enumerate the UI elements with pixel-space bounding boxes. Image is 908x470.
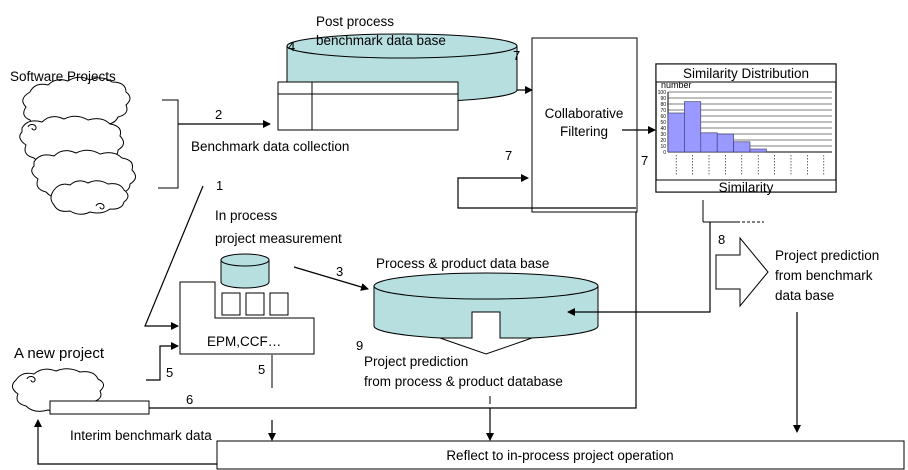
step-5b: 5	[258, 362, 265, 377]
step-3: 3	[336, 264, 343, 279]
collaborative-label-2: Filtering	[560, 124, 608, 139]
benchmark-collection-label: Benchmark data collection	[191, 139, 349, 154]
prediction-pp-label-1: Project prediction	[364, 354, 468, 369]
chart-bar	[733, 141, 751, 153]
post-process-title-1: Post process	[316, 14, 394, 29]
chart-ytick-label: 100	[658, 90, 667, 96]
chart-bar	[749, 148, 767, 153]
chart-bar	[716, 133, 734, 153]
chart-ytick-label: 0	[663, 150, 666, 156]
arrow-5-up	[146, 342, 179, 381]
step-7c: 7	[641, 153, 648, 168]
chart-ytick-label: 90	[660, 96, 666, 102]
arrow-6-line	[149, 212, 637, 409]
collaborative-label-1: Collaborative	[545, 106, 624, 121]
step-4: 4	[288, 39, 295, 54]
measure-box-3	[269, 292, 289, 316]
reflect-box	[216, 440, 905, 470]
arrow-3	[293, 266, 369, 291]
chart-bar	[700, 132, 718, 153]
chart-footer-bar	[655, 179, 837, 193]
interim-data-bar	[49, 400, 150, 415]
collaborative-filtering-box	[531, 37, 638, 213]
chart-ylabel: number	[661, 80, 692, 90]
measure-box-2	[245, 292, 265, 316]
prediction-pp-label-2: from process & product database	[364, 374, 563, 389]
step-2: 2	[215, 107, 222, 122]
step-7a: 7	[513, 48, 520, 63]
chart-ytick-label: 50	[660, 120, 666, 126]
arrow-chart-to-db	[567, 222, 711, 316]
chart-ytick-label: 10	[660, 144, 666, 150]
step-8: 8	[718, 232, 725, 247]
measurement-tool-shape	[179, 281, 315, 355]
reflect-label: Reflect to in-process project operation	[446, 448, 673, 463]
post-process-title-2: benchmark data base	[316, 33, 446, 48]
prediction-bm-label-2: from benchmark	[775, 268, 873, 283]
chart-ytick-label: 30	[660, 132, 666, 138]
chart-title: Similarity Distribution	[683, 66, 809, 81]
in-process-label-2: project measurement	[215, 231, 342, 246]
interim-benchmark-label: Interim benchmark data	[70, 428, 212, 443]
chart-bar	[684, 101, 702, 153]
chart-xticks	[675, 155, 825, 176]
prediction-block-arrow	[715, 236, 769, 308]
new-project-label: A new project	[14, 345, 105, 362]
small-db-cylinder	[220, 253, 270, 289]
chart-xlabel: Similarity	[719, 180, 774, 195]
measure-box-1	[221, 292, 241, 316]
benchmark-table	[277, 81, 459, 131]
step-1: 1	[216, 178, 223, 193]
process-product-db-label: Process & product data base	[376, 256, 549, 271]
software-projects-clouds	[19, 76, 136, 215]
chart-ytick-label: 80	[660, 102, 666, 108]
arrow-1	[144, 185, 204, 330]
chart-ytick-label: 70	[660, 108, 666, 114]
prediction-down-arrow	[439, 311, 533, 355]
chart-title-bar	[655, 63, 837, 83]
chart-bar	[667, 112, 685, 153]
chart-ytick-label: 20	[660, 138, 666, 144]
arrow-7-feedback	[457, 174, 636, 209]
in-process-label-1: In process	[215, 208, 278, 223]
prediction-bm-label-1: Project prediction	[775, 248, 879, 263]
arrow-reflect-back	[34, 419, 217, 465]
prediction-bm-label-3: data base	[775, 288, 834, 303]
chart-bars	[667, 101, 767, 153]
new-project-swirl	[26, 376, 36, 383]
epm-ccf-label: EPM,CCF…	[207, 334, 281, 349]
step-6: 6	[186, 392, 193, 407]
step-9: 9	[356, 338, 363, 353]
projects-bracket	[158, 99, 179, 189]
step-7b: 7	[505, 148, 512, 163]
software-projects-label: Software Projects	[10, 69, 116, 84]
step-5a: 5	[166, 365, 173, 380]
cloud-swirls	[27, 124, 105, 210]
chart-ytick-label: 60	[660, 114, 666, 120]
chart-ytick-label: 40	[660, 126, 666, 132]
